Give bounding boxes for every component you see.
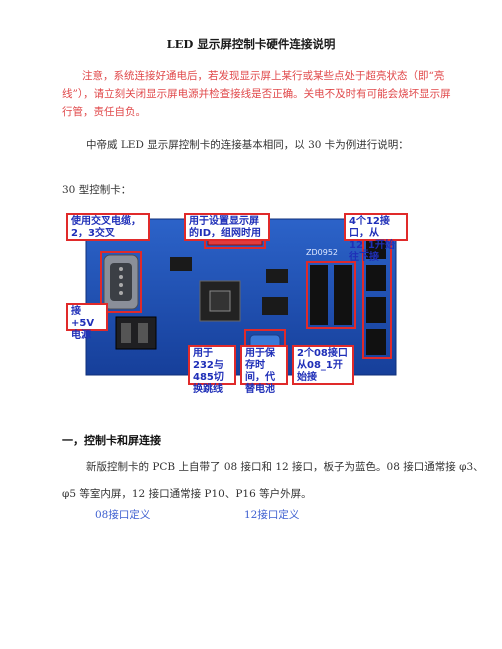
section-heading: 一，控制卡和屏连接	[62, 434, 161, 447]
callout-ports12: 4个12接口，从12_1开始往下接	[344, 213, 408, 263]
para-line-2: φ5 等室内屏，12 接口通常接 P10、P16 等户外屏。	[62, 488, 312, 500]
callout-switch232: 用于232与485切换跳线	[188, 345, 236, 395]
doc-title: LED 显示屏控制卡硬件连接说明	[166, 37, 336, 51]
control-card-photo: ZD0952 使用交叉电缆，2，3交叉 用于设置显示屏的ID，组网时用 4个12…	[66, 213, 408, 395]
callout-battery: 用于保存时间，代替电池	[240, 345, 288, 395]
warning-line-3: 行管，责任自负。	[62, 106, 146, 118]
intro-text: 中帝威 LED 显示屏控制卡的连接基本相同，以 30 卡为例进行说明：	[86, 139, 409, 151]
warning-line-2: 线”），请立刻关闭显示屏电源并检查接线是否正确。关电不及时有可能会烧坏显示屏	[62, 88, 451, 100]
model-mark: ZD0952	[306, 248, 338, 257]
para-line-1: 新版控制卡的 PCB 上自带了 08 接口和 12 接口，板子为蓝色。08 接口…	[86, 461, 484, 473]
callout-ports08: 2个08接口从08_1开始接	[292, 345, 354, 385]
def12-label: 12接口定义	[244, 509, 300, 521]
callout-power: 接+5V电源	[66, 303, 108, 341]
db9-highlight-box	[100, 251, 142, 313]
card-label: 30 型控制卡：	[62, 184, 132, 196]
ports08-highlight-box	[306, 261, 356, 329]
warning-line-1: 注意，系统连接好通电后，若发现显示屏上某行或某些点处于超亮状态（即“亮	[82, 70, 445, 82]
callout-cross-cable: 使用交叉电缆，2，3交叉	[66, 213, 150, 241]
def08-label: 08接口定义	[95, 509, 151, 521]
callout-set-id: 用于设置显示屏的ID，组网时用	[184, 213, 270, 241]
